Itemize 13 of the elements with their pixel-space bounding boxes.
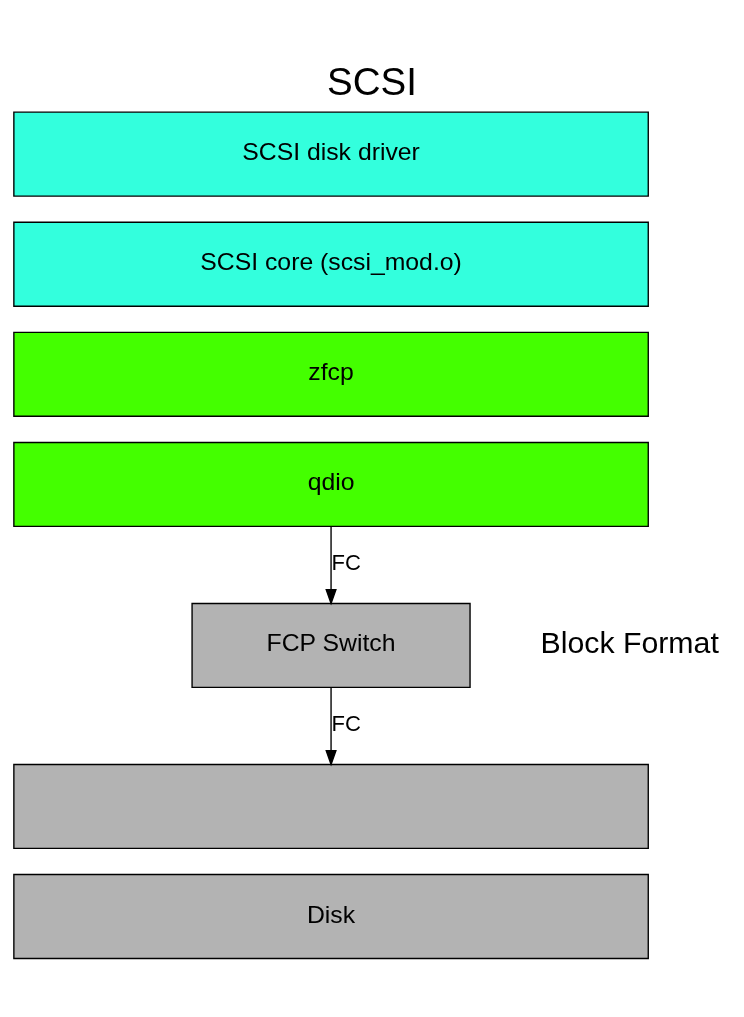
node-box: qdio	[13, 441, 649, 528]
edge-label: FC	[331, 550, 361, 576]
node-box: FCP Switch	[191, 602, 471, 689]
edge-label: FC	[331, 711, 361, 737]
arrow	[325, 686, 337, 767]
node-box: zfcp	[13, 331, 649, 417]
arrow	[325, 525, 337, 606]
node-box: SCSI core (scsi_mod.o)	[13, 221, 649, 307]
label: Block Format	[540, 626, 719, 660]
node-box	[13, 763, 649, 850]
node-box: Disk	[13, 873, 649, 960]
node-box: SCSI disk driver	[13, 111, 649, 197]
diagram-title: SCSI	[327, 59, 417, 103]
